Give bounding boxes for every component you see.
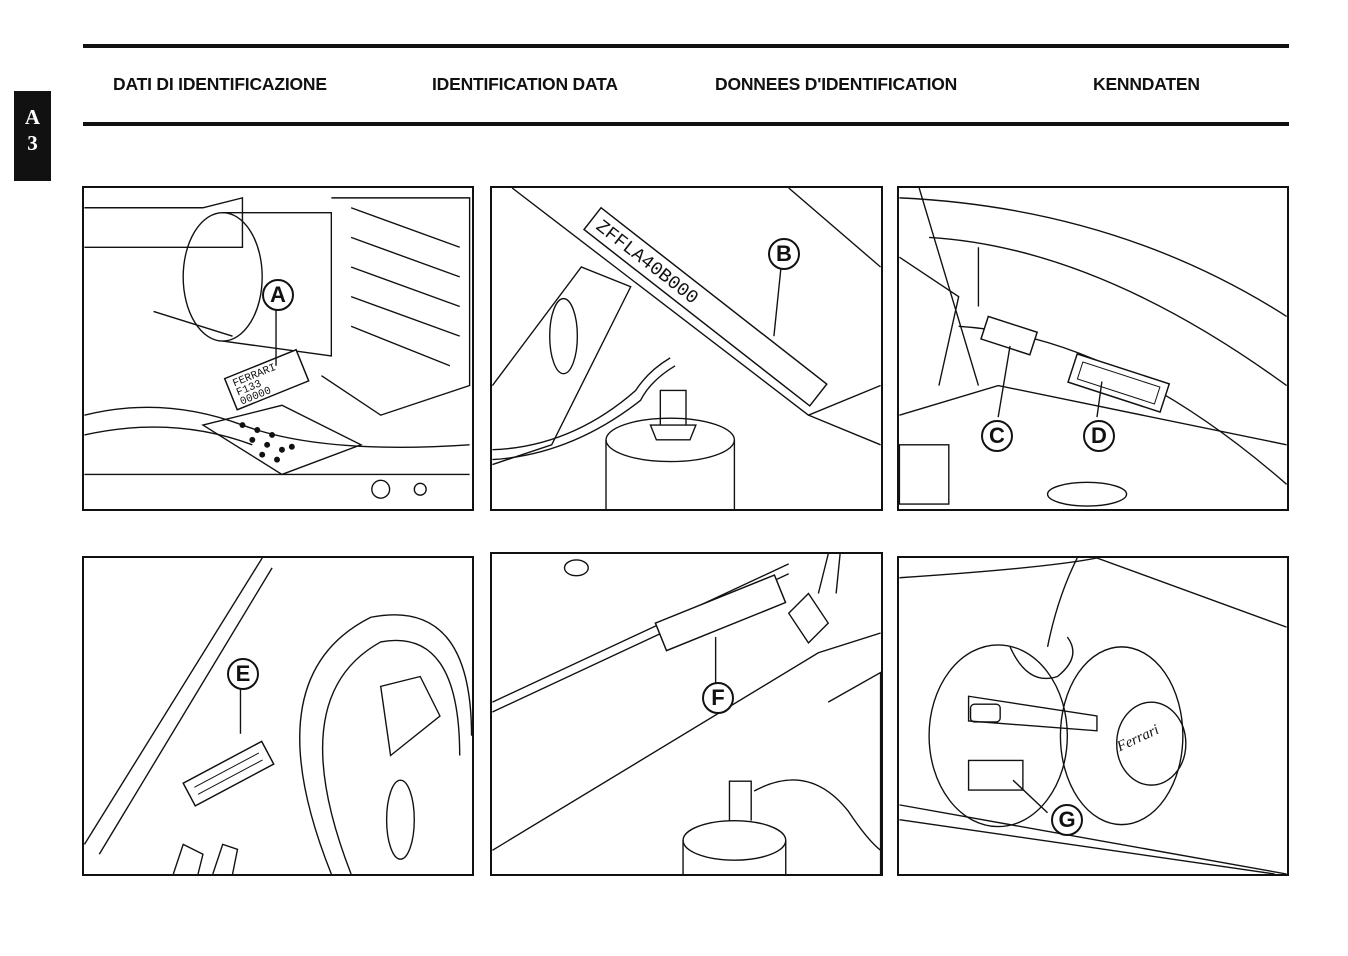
callout-g: G [1051, 804, 1083, 836]
bulkhead-illustration-f [492, 554, 881, 874]
vin-plate-illustration-b: ZFFLA40B000 [492, 188, 881, 509]
front-compartment-illustration-cd [899, 188, 1287, 509]
callout-c: C [981, 420, 1013, 452]
illustration-panel-f: F [490, 552, 883, 876]
door-pillar-illustration-e [84, 558, 472, 874]
heading-english: IDENTIFICATION DATA [432, 74, 618, 95]
illustration-panel-e: E [82, 556, 474, 876]
ferrari-badge-text: Ferrari [1114, 722, 1162, 756]
heading-italian: DATI DI IDENTIFICAZIONE [113, 74, 327, 95]
heading-german: KENNDATEN [1093, 74, 1200, 95]
callout-b: B [768, 238, 800, 270]
callout-a: A [262, 279, 294, 311]
fuel-filler-illustration-g: Ferrari [899, 558, 1287, 874]
engine-bay-illustration-a: FERRARI F133 00000 [84, 188, 472, 509]
callout-f: F [702, 682, 734, 714]
callout-d: D [1083, 420, 1115, 452]
illustration-panel-cd: C D [897, 186, 1289, 511]
header-bottom-rule [83, 122, 1289, 126]
heading-french: DONNEES D'IDENTIFICATION [715, 74, 957, 95]
header-top-rule [83, 44, 1289, 48]
section-tab-number: 3 [14, 130, 51, 156]
illustration-panel-a: FERRARI F133 00000 A [82, 186, 474, 511]
callout-e: E [227, 658, 259, 690]
section-tab-letter: A [14, 104, 51, 130]
illustration-panel-g: Ferrari G [897, 556, 1289, 876]
section-tab: A 3 [14, 91, 51, 181]
illustration-panel-b: ZFFLA40B000 B [490, 186, 883, 511]
